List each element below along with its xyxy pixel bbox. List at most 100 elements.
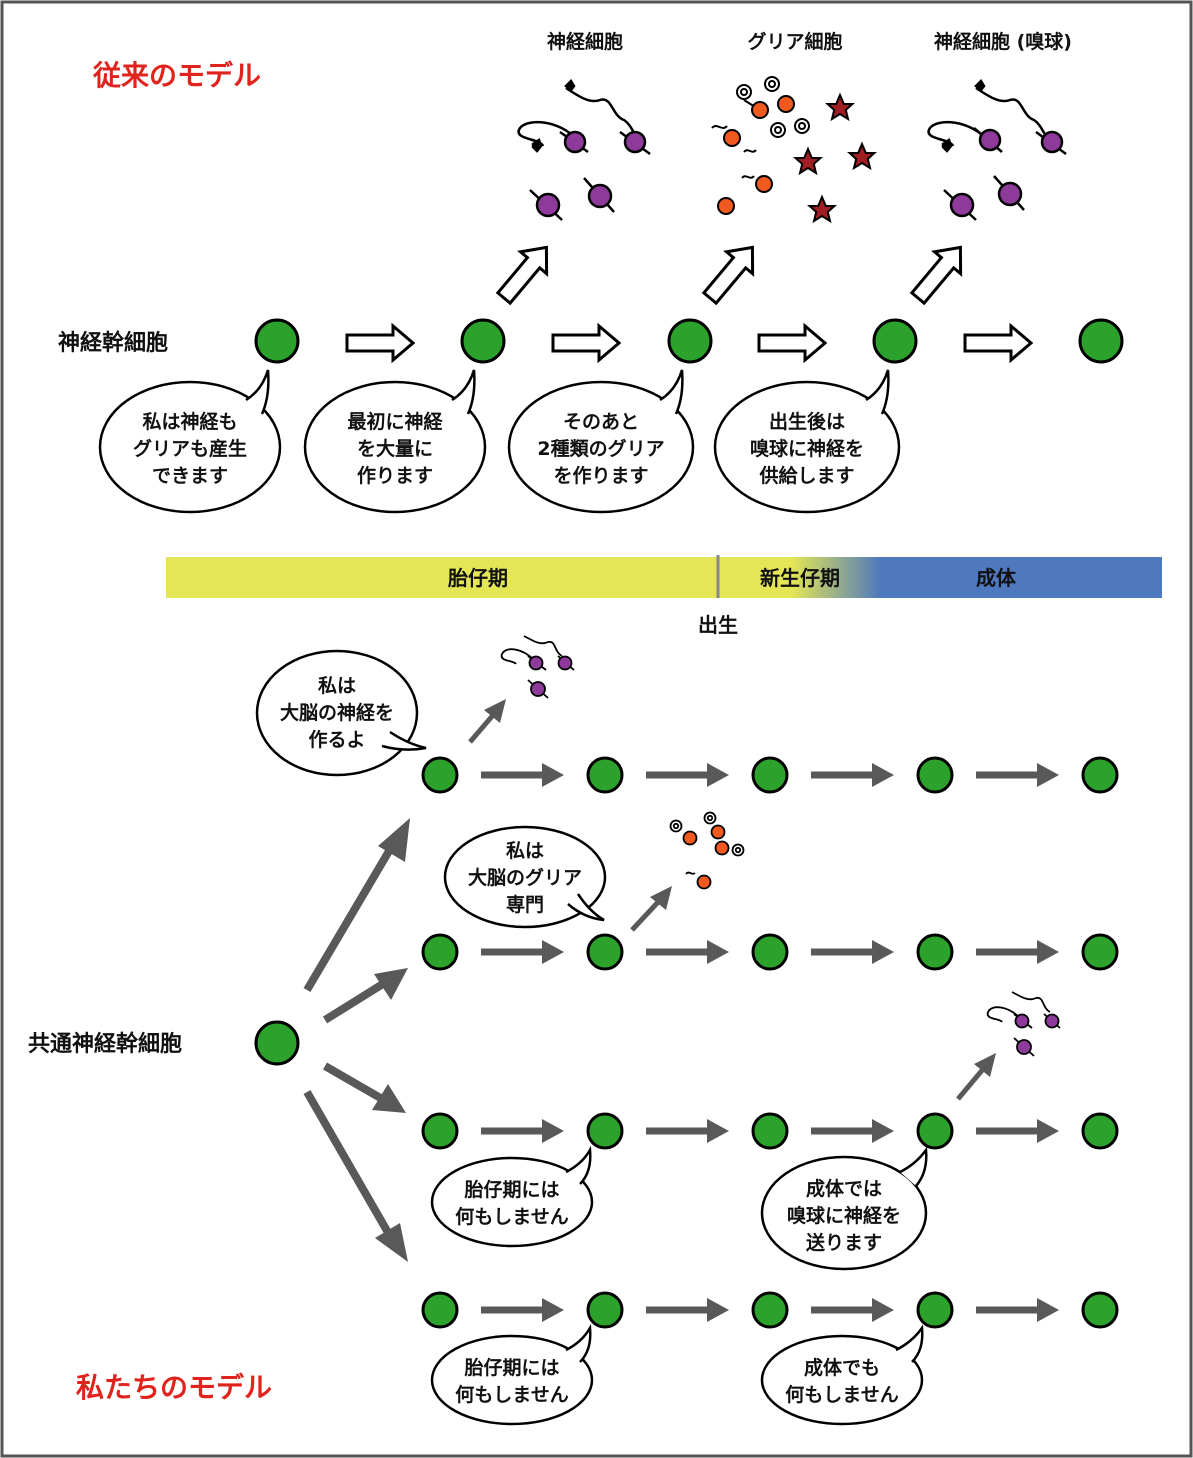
arrow-icon [551, 322, 622, 364]
bubble-text: 私は [506, 840, 544, 862]
stem-cell [751, 1291, 789, 1329]
glia-label: グリア細胞 [747, 30, 842, 53]
bubble-text: 何もしません [785, 1383, 898, 1406]
adult-stage [880, 557, 1162, 598]
common-stem-cell [254, 1020, 300, 1066]
bubble-text: できます [152, 465, 228, 487]
bubble-text: 供給します [758, 464, 854, 487]
stem-cell [421, 1291, 459, 1329]
birth-label: 出生 [698, 613, 738, 637]
stem-cell [421, 1112, 459, 1150]
stem-cell [751, 1112, 789, 1150]
glia-oligodendrocyte-icon [711, 76, 810, 179]
top-stem-cell-row [254, 318, 1124, 364]
adult-stage-label: 成体 [976, 566, 1017, 590]
bubble-text: 嗅球に神経を [750, 437, 864, 460]
arrow-icon [909, 245, 963, 306]
arrow-icon [646, 940, 729, 964]
bubble-text: を大量に [357, 437, 433, 460]
bubble-text: 何もしません [455, 1205, 568, 1228]
arrow-icon [481, 1298, 564, 1322]
bubble-text: 成体でも [804, 1356, 880, 1379]
bubble-text: 送ります [806, 1231, 882, 1254]
arrow-icon [976, 1119, 1059, 1143]
bottom-bubble-texts: 私は 大脳の神経を 作るよ 私は 大脳のグリア 専門 胎仔期には 何もしません … [280, 675, 901, 1406]
stem-cell [586, 1112, 624, 1150]
top-speech-bubbles [98, 369, 901, 514]
speech-bubble [760, 1146, 928, 1271]
arrow-icon [976, 1298, 1059, 1322]
arrow-icon [811, 1119, 894, 1143]
stem-cell [460, 318, 506, 364]
stem-cell [751, 933, 789, 971]
timeline-bar: 胎仔期 新生仔期 成体 出生 [166, 555, 1162, 637]
speech-bubble [507, 369, 695, 514]
bubble-text: 私は [318, 675, 356, 697]
arrow-icon [481, 763, 564, 787]
arrow-icon [495, 245, 549, 306]
olfactory-neuron-cluster [927, 78, 1067, 221]
neuron-label: 神経細胞 [547, 30, 623, 53]
speech-bubble [98, 369, 282, 514]
top-bubble-texts: 私は神経も グリアも産生 できます 最初に神経 を大量に 作ります そのあと 2… [133, 410, 864, 487]
branch-arrows [303, 818, 410, 1262]
speech-bubble [443, 825, 607, 929]
arrow-icon [481, 1119, 564, 1143]
stem-cell [751, 756, 789, 794]
arrow-icon [481, 940, 564, 964]
olfactory-neuron-label: 神経細胞 (嗅球) [934, 30, 1072, 53]
embryonic-stage-label: 胎仔期 [447, 566, 508, 590]
stem-cell [916, 756, 954, 794]
bottom-horizontal-arrows [481, 763, 1059, 1322]
arrow-icon [811, 763, 894, 787]
bottom-stem-cell-rows [421, 756, 1119, 1329]
glia-cluster-small [669, 811, 745, 890]
embryonic-stage [166, 557, 718, 598]
bubble-text: 私は神経も [142, 410, 237, 433]
bottom-speech-bubbles [255, 649, 928, 1426]
stem-cell [421, 933, 459, 971]
stem-cell [586, 1291, 624, 1329]
bubble-text: 嗅球に神経を [787, 1204, 901, 1227]
top-diagonal-arrows [495, 245, 963, 306]
bubble-text: 胎仔期には [464, 1356, 559, 1379]
stem-cell [667, 318, 713, 364]
neonatal-stage [718, 557, 881, 598]
speech-bubble [713, 369, 901, 514]
arrow-icon [646, 1119, 729, 1143]
stem-cell [1081, 1112, 1119, 1150]
speech-bubble [303, 369, 487, 514]
bubble-text: 大脳の神経を [280, 701, 394, 724]
bubble-text: 専門 [506, 894, 544, 916]
glia-cluster [711, 76, 877, 224]
stem-cell [1081, 756, 1119, 794]
arrow-icon [646, 1298, 729, 1322]
arrow-icon [701, 245, 755, 306]
glia-astrocyte-star-icon [793, 92, 877, 224]
neuron-cluster [517, 78, 651, 221]
stem-cell [421, 756, 459, 794]
stem-cell [586, 756, 624, 794]
arrow-icon [976, 763, 1059, 787]
stem-cell [916, 933, 954, 971]
neural-stem-cell-label: 神経幹細胞 [58, 330, 168, 356]
arrow-icon [811, 1298, 894, 1322]
bubble-text: 胎仔期には [464, 1178, 559, 1201]
bubble-text: を作ります [553, 464, 648, 487]
stem-cell [916, 1112, 954, 1150]
stem-cell [1081, 1291, 1119, 1329]
stem-cell [586, 933, 624, 971]
arrow-icon [757, 322, 828, 364]
bubble-text: そのあと [563, 411, 639, 433]
bubble-text: 出生後は [769, 410, 845, 433]
stem-cell [1081, 933, 1119, 971]
stem-cell [254, 318, 300, 364]
conventional-model-title: 従来のモデル [92, 59, 261, 92]
neuron-cluster-small [986, 991, 1061, 1057]
arrow-icon [963, 322, 1034, 364]
bubble-text: 大脳のグリア [468, 866, 582, 889]
top-hollow-arrows [345, 322, 1034, 364]
speech-bubble [430, 1323, 594, 1426]
